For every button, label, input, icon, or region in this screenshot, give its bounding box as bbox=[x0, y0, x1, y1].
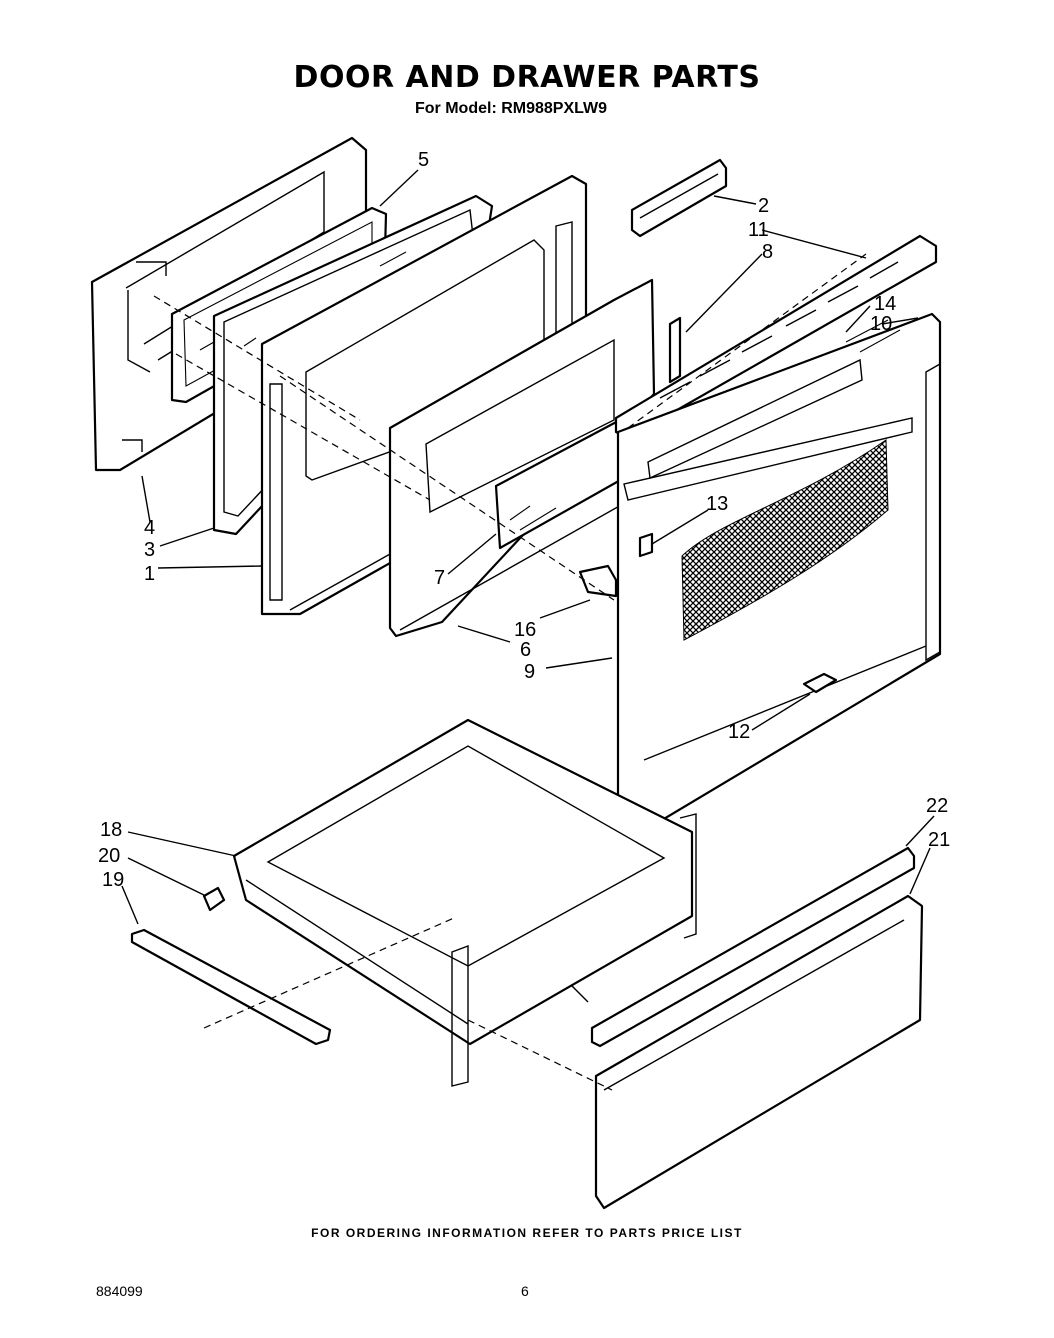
callout-8: 8 bbox=[762, 241, 773, 263]
callout-12: 12 bbox=[728, 721, 750, 743]
part-hinge bbox=[578, 564, 618, 598]
part-drawer-rail bbox=[130, 928, 332, 1046]
callout-7: 7 bbox=[434, 567, 445, 589]
page-number: 6 bbox=[521, 1283, 529, 1299]
part-drawer-body bbox=[232, 718, 697, 1087]
callout-18: 18 bbox=[100, 819, 122, 841]
part-top-vent-strip bbox=[614, 234, 938, 440]
callout-2: 2 bbox=[758, 195, 769, 217]
callout-5: 5 bbox=[418, 149, 429, 171]
part-drawer-trim bbox=[590, 846, 916, 1048]
part-drawer-front bbox=[594, 894, 924, 1210]
callout-21: 21 bbox=[928, 829, 950, 851]
part-vent-trim bbox=[630, 158, 728, 238]
callout-11: 11 bbox=[748, 219, 769, 241]
part-latch-bracket bbox=[638, 532, 654, 558]
callout-16: 16 bbox=[514, 619, 536, 641]
callout-22: 22 bbox=[926, 795, 948, 817]
alignment-dashed-lines bbox=[153, 253, 867, 1091]
part-outer-door bbox=[616, 312, 942, 840]
callout-19: 19 bbox=[102, 869, 124, 891]
document-number: 884099 bbox=[96, 1283, 143, 1299]
model-subtitle: For Model: RM988PXLW9 bbox=[415, 100, 608, 117]
callout-1: 1 bbox=[144, 563, 155, 585]
callout-10: 10 bbox=[870, 313, 892, 335]
callout-14: 14 bbox=[874, 293, 896, 315]
callout-9: 9 bbox=[524, 661, 535, 683]
part-drawer-clip bbox=[202, 886, 226, 912]
callout-20: 20 bbox=[98, 845, 120, 867]
leader-lines bbox=[121, 169, 935, 925]
ordering-note: FOR ORDERING INFORMATION REFER TO PARTS … bbox=[311, 1226, 743, 1240]
callout-4: 4 bbox=[144, 517, 155, 539]
callout-labels: 5 2 11 8 14 10 4 3 1 13 7 16 6 9 12 22 2… bbox=[98, 149, 950, 891]
page-title: DOOR AND DRAWER PARTS bbox=[293, 60, 761, 95]
callout-13: 13 bbox=[706, 493, 728, 515]
part-door-handle bbox=[802, 672, 838, 694]
callout-6: 6 bbox=[520, 639, 531, 661]
part-bracket bbox=[668, 316, 682, 384]
callout-3: 3 bbox=[144, 539, 155, 561]
